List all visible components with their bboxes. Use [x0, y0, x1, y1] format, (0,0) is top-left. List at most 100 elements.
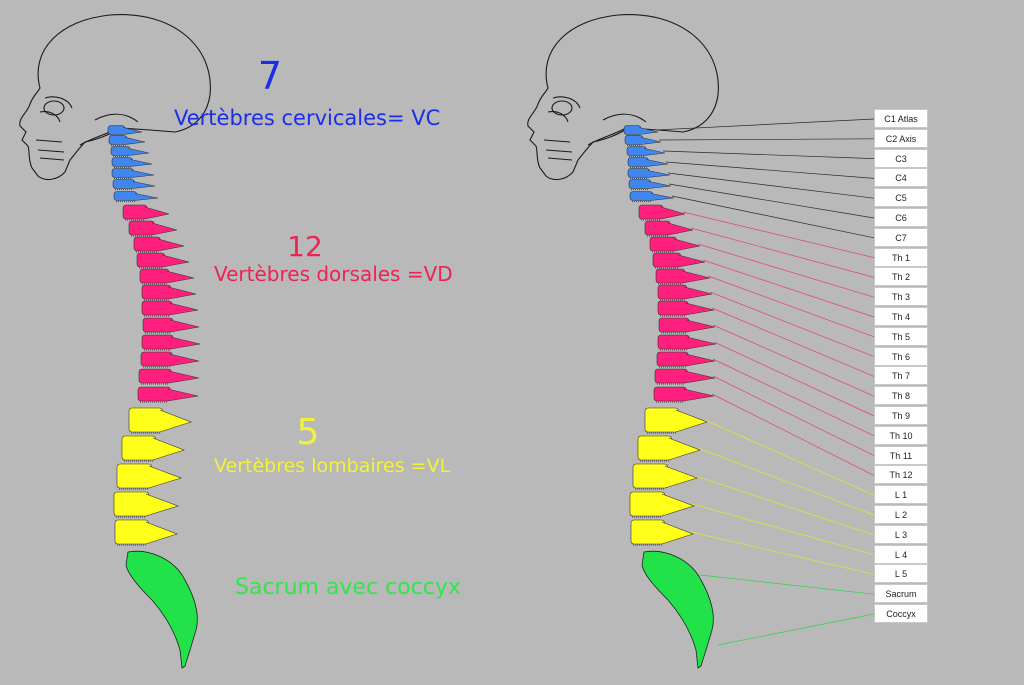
lumbar-vertebra-process: [669, 438, 700, 460]
lumbar-vertebra-process: [149, 466, 181, 488]
leader-line: [659, 139, 874, 140]
cervical-vertebra-body: [625, 136, 643, 145]
leader-line: [703, 260, 874, 317]
vertebra-label: Th 11: [874, 446, 928, 465]
lumbar-vertebra-process: [146, 494, 178, 516]
dorsal-vertebra-process: [687, 337, 716, 349]
cervical-vertebra-body: [630, 192, 653, 201]
dorsal-vertebra-body: [129, 221, 154, 235]
cervical-title: Vertèbres cervicales= VC: [174, 106, 440, 130]
dorsal-vertebra-body: [659, 318, 689, 332]
vertebra-label: L 1: [874, 485, 928, 504]
leader-line: [714, 342, 874, 416]
vertebra-label: C6: [874, 208, 928, 227]
dorsal-vertebra-process: [674, 239, 700, 251]
lumbar-vertebra-body: [645, 408, 679, 432]
cervical-vertebra-process: [647, 160, 668, 167]
vertebra-label: Th 8: [874, 386, 928, 405]
lumbar-vertebra-process: [146, 522, 177, 544]
cervical-vertebra-process: [135, 194, 158, 201]
lumbar-title: Vertèbres lombaires =VL: [214, 455, 450, 477]
dorsal-vertebra-process: [158, 239, 184, 251]
leader-line: [691, 532, 874, 574]
dorsal-vertebra-process: [678, 255, 705, 267]
spine-left: [108, 126, 200, 669]
dorsal-vertebra-process: [684, 287, 712, 299]
vertebra-label: Th 6: [874, 347, 928, 366]
leader-line: [705, 420, 874, 495]
cervical-vertebra-body: [108, 126, 125, 135]
vertebra-label: Th 3: [874, 287, 928, 306]
lumbar-vertebra-body: [630, 492, 665, 516]
vertebra-label: Th 5: [874, 327, 928, 346]
sacrum-title: Sacrum avec coccyx: [235, 575, 461, 600]
dorsal-vertebra-body: [137, 253, 165, 267]
lumbar-vertebra-process: [676, 410, 707, 432]
vertebra-label: Th 7: [874, 366, 928, 385]
leader-line: [656, 119, 874, 130]
dorsal-vertebra-process: [682, 271, 710, 283]
lumbar-vertebra-body: [633, 464, 668, 488]
dorsal-vertebra-process: [170, 303, 199, 315]
leader-line: [695, 476, 874, 535]
leader-line: [713, 359, 874, 436]
leader-line: [683, 212, 874, 258]
vertebra-label: Coccyx: [874, 604, 928, 623]
leader-line: [663, 151, 874, 159]
dorsal-vertebra-body: [140, 269, 169, 283]
leader-line: [713, 325, 874, 396]
vertebra-label: Th 1: [874, 248, 928, 267]
lumbar-vertebra-body: [631, 520, 665, 544]
vertebra-label: Th 4: [874, 307, 928, 326]
cervical-vertebra-body: [111, 147, 130, 156]
cervical-vertebra-process: [131, 160, 152, 167]
cervical-vertebra-body: [112, 158, 132, 167]
dorsal-vertebra-body: [639, 205, 663, 219]
dorsal-vertebra-body: [653, 253, 681, 267]
dorsal-vertebra-process: [661, 207, 685, 219]
cervical-vertebra-process: [648, 171, 670, 178]
dorsal-vertebra-process: [162, 255, 189, 267]
lumbar-vertebra-body: [115, 520, 149, 544]
leader-line: [712, 394, 874, 475]
dorsal-vertebra-body: [654, 387, 686, 401]
dorsal-vertebra-body: [143, 318, 173, 332]
cervical-vertebra-body: [112, 169, 134, 178]
dorsal-vertebra-body: [645, 221, 670, 235]
dorsal-vertebra-body: [134, 237, 160, 251]
spine-right: [624, 126, 716, 669]
lumbar-vertebra-process: [665, 466, 697, 488]
dorsal-vertebra-process: [171, 320, 200, 332]
lumbar-vertebra-process: [662, 522, 693, 544]
cervical-vertebra-process: [649, 182, 671, 189]
dorsal-vertebra-process: [668, 223, 693, 235]
vertebra-label: Th 10: [874, 426, 928, 445]
cervical-vertebra-process: [132, 171, 154, 178]
dorsal-title: Vertèbres dorsales =VD: [214, 262, 453, 286]
leader-line: [669, 184, 874, 218]
cervical-vertebra-body: [628, 169, 650, 178]
dorsal-vertebra-process: [685, 371, 715, 383]
cervical-vertebra-body: [624, 126, 641, 135]
lumbar-vertebra-body: [114, 492, 149, 516]
lumbar-vertebra-process: [160, 410, 191, 432]
cervical-vertebra-body: [113, 180, 135, 189]
dorsal-vertebra-process: [170, 354, 199, 366]
cervical-vertebra-body: [629, 180, 651, 189]
dorsal-vertebra-body: [658, 301, 688, 315]
leader-line: [708, 276, 874, 337]
dorsal-vertebra-body: [123, 205, 147, 219]
dorsal-vertebra-process: [152, 223, 177, 235]
vertebra-label: L 4: [874, 545, 928, 564]
cervical-vertebra-body: [109, 136, 127, 145]
dorsal-vertebra-body: [142, 285, 171, 299]
vertebra-label: L 3: [874, 525, 928, 544]
lumbar-vertebra-body: [117, 464, 152, 488]
dorsal-vertebra-body: [657, 352, 688, 366]
lumbar-vertebra-body: [638, 436, 672, 460]
sacrum-coccyx-bone: [126, 551, 197, 668]
dorsal-vertebra-process: [166, 271, 194, 283]
cervical-vertebra-process: [129, 149, 149, 156]
dorsal-vertebra-process: [168, 287, 196, 299]
